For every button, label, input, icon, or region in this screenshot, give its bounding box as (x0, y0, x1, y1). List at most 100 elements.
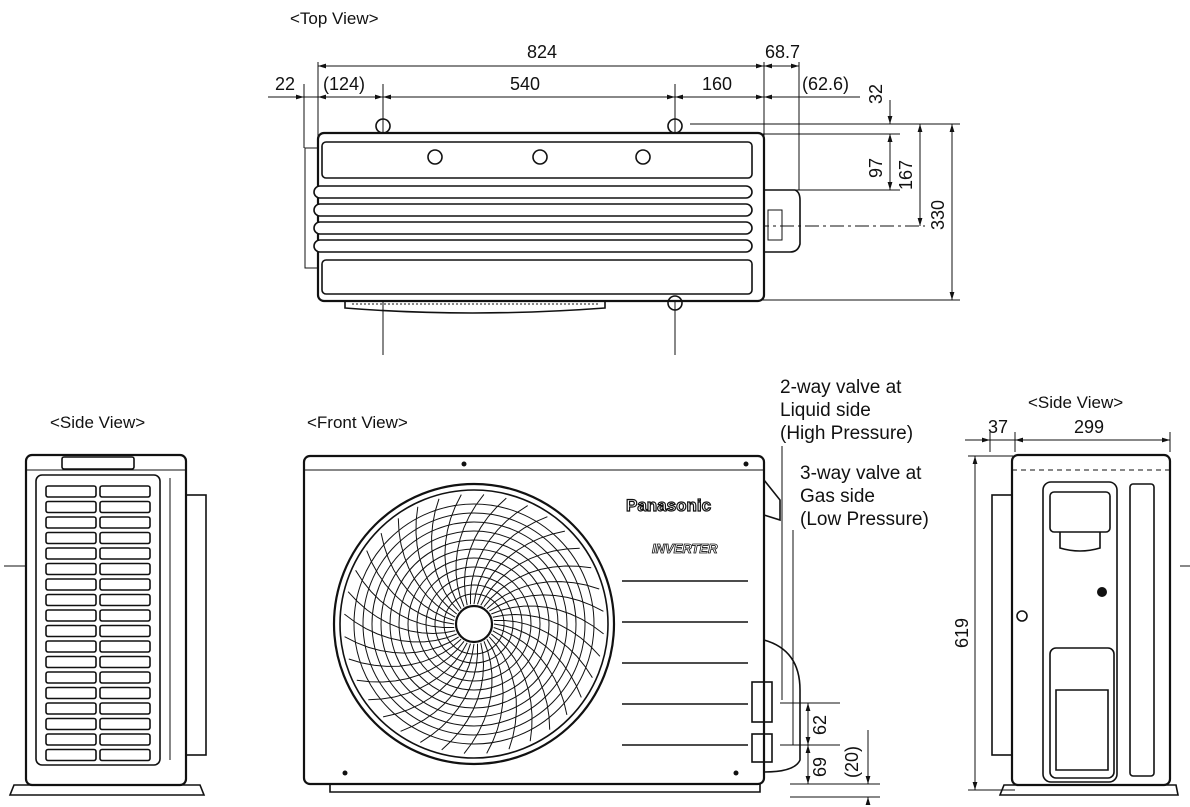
fan-spoke (491, 605, 604, 635)
fan-spoke (444, 494, 462, 609)
fan-ring (434, 584, 514, 664)
grille-slot (45, 531, 97, 545)
fan-spoke (493, 627, 568, 716)
grille-slot (99, 516, 151, 529)
fan-spoke (490, 633, 533, 742)
grille-slot (45, 562, 97, 576)
fan-spoke (483, 565, 592, 608)
grille-slots (45, 485, 151, 762)
grille-slot (99, 733, 151, 746)
grille-slot (45, 578, 97, 591)
fan-spoke (477, 530, 566, 605)
right-side-body (1010, 453, 1172, 787)
grille-slot (45, 686, 97, 700)
grille-slot (99, 593, 151, 607)
left-side-view: <Side View> (4, 413, 207, 796)
mount-foot (667, 295, 683, 311)
fan-ring (416, 566, 532, 682)
grille-slot (99, 640, 151, 653)
fan-spoke (415, 506, 458, 615)
note-2way-line2: Liquid side (780, 400, 871, 421)
bottom-panel (321, 259, 753, 295)
top-panel (321, 141, 753, 179)
dim-62-6: (62.6) (802, 74, 849, 94)
left-side-view-title: <Side View> (50, 413, 145, 432)
inverter-logo: INVERTER (652, 541, 718, 556)
fan-spoke (347, 591, 456, 635)
side-slot (1129, 483, 1155, 777)
dim-62: 62 (810, 715, 830, 735)
grille-slot (99, 562, 151, 576)
screw-icon (1016, 610, 1028, 622)
valve-3way-icon (751, 733, 773, 763)
dim-20: (20) (842, 746, 862, 778)
fan-ring (353, 503, 595, 745)
fan-spoke (397, 518, 456, 618)
note-3way-line3: (Low Pressure) (800, 509, 929, 530)
grille-slot (99, 686, 151, 700)
fan-spoke (400, 643, 475, 732)
screw-icon (461, 461, 467, 467)
dim-124: (124) (323, 74, 365, 94)
front-view-title: <Front View> (307, 413, 408, 432)
fan-hub (454, 604, 494, 644)
fan-spoke (431, 498, 460, 612)
grille-slot (99, 748, 151, 762)
grille-slot (99, 547, 151, 560)
grille-slot (45, 485, 97, 498)
fan-spoke (455, 494, 485, 607)
mount-foot (667, 118, 683, 134)
grille-slot (45, 500, 97, 514)
front-view: <Front View> Panasonic INVERTER (302, 377, 929, 805)
fan-spoke (344, 636, 459, 654)
fan-spoke (380, 532, 455, 621)
dim-32: 32 (866, 84, 886, 104)
dim-160: 160 (702, 74, 732, 94)
fan-spoke (480, 547, 580, 606)
rib (313, 221, 753, 235)
valve-cover (764, 189, 801, 253)
valve-icon (767, 209, 783, 241)
dim-167: 167 (896, 160, 916, 190)
fan-spoke (441, 642, 485, 751)
bottom-handle (1049, 647, 1115, 779)
fan-guard-inner (339, 489, 609, 759)
grille-slot (45, 593, 97, 607)
mount-foot (375, 118, 391, 134)
grille-slot (99, 500, 151, 514)
grille-slot (99, 717, 151, 731)
fan-spoke (493, 623, 582, 698)
side-fan-guard (991, 494, 1013, 756)
grille-slot (99, 609, 151, 622)
screw-icon (427, 149, 443, 165)
base (8, 784, 206, 796)
grille-slot (99, 624, 151, 638)
fan-spoke (382, 643, 471, 718)
grille-slot (99, 531, 151, 545)
fan-spoke (463, 497, 507, 606)
handle (61, 456, 135, 470)
fan-spoke (493, 620, 593, 678)
brand-logo: Panasonic (626, 496, 711, 515)
fan-spoke (463, 641, 493, 754)
grille-slot (45, 516, 97, 529)
dim-69: 69 (810, 757, 830, 777)
grille-slot (99, 578, 151, 591)
grille-slot (45, 733, 97, 746)
fan-spoke (348, 638, 462, 667)
screw-icon (1097, 587, 1107, 597)
grille-slot (45, 547, 97, 560)
fan-spoke (356, 640, 465, 683)
screw-icon (743, 461, 749, 467)
grille-slot (45, 702, 97, 715)
pipe-cover-top (763, 479, 781, 522)
fan-spokes (344, 494, 604, 754)
right-side-view: <Side View> 37 299 619 (952, 393, 1190, 796)
right-side-view-title: <Side View> (1028, 393, 1123, 412)
fan-spoke (486, 639, 504, 754)
grille-slot (99, 671, 151, 684)
valve-2way-icon (751, 681, 773, 723)
dim-68-7: 68.7 (765, 42, 800, 62)
grille-slot (45, 609, 97, 622)
